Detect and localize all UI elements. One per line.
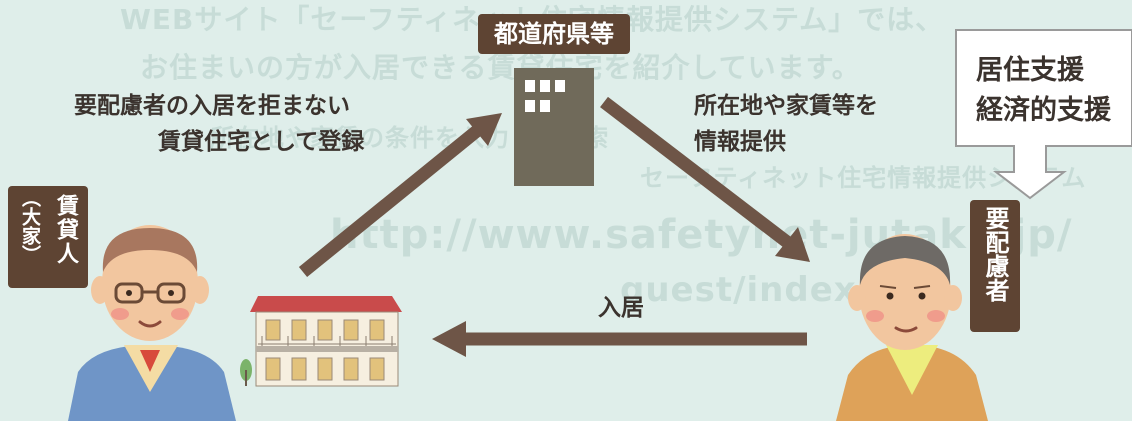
info-label-line2: 情報提供 [694,129,786,155]
apartment-house-icon [240,296,402,387]
background-text-url: http://www.safetynet-jutaku.jp/ [330,212,1073,258]
callout-line1: 居住支援 [976,55,1084,86]
landlord-person-icon [68,225,236,421]
tenant-label: 要配慮者 [981,206,1009,302]
arrow-government-to-tenant [600,96,810,262]
register-label-line1: 要配慮者の入居を拒まない [74,93,350,119]
callout-line2: 経済的支援 [976,95,1111,126]
landlord-paren-label: （大家） [19,188,41,264]
government-label: 都道府県等 [478,14,630,54]
arrow-tenant-to-house [432,321,807,357]
info-label-line1: 所在地や家賃等を [694,93,878,119]
register-label-line2: 賃貸住宅として登録 [158,129,365,155]
background-text-line2: お住まいの方が入居できる賃貸住宅を紹介しています。 [140,51,861,84]
support-callout-shape [955,29,1132,200]
landlord-label: 賃貸人 [53,194,78,266]
arrow-landlord-to-government [298,113,502,278]
landlord-label-box: 賃貸人 （大家） [8,186,88,288]
move-in-label: 入居 [598,295,644,321]
tenant-label-box: 要配慮者 [970,200,1020,332]
tenant-person-icon [836,234,988,421]
office-building-icon [514,68,594,186]
